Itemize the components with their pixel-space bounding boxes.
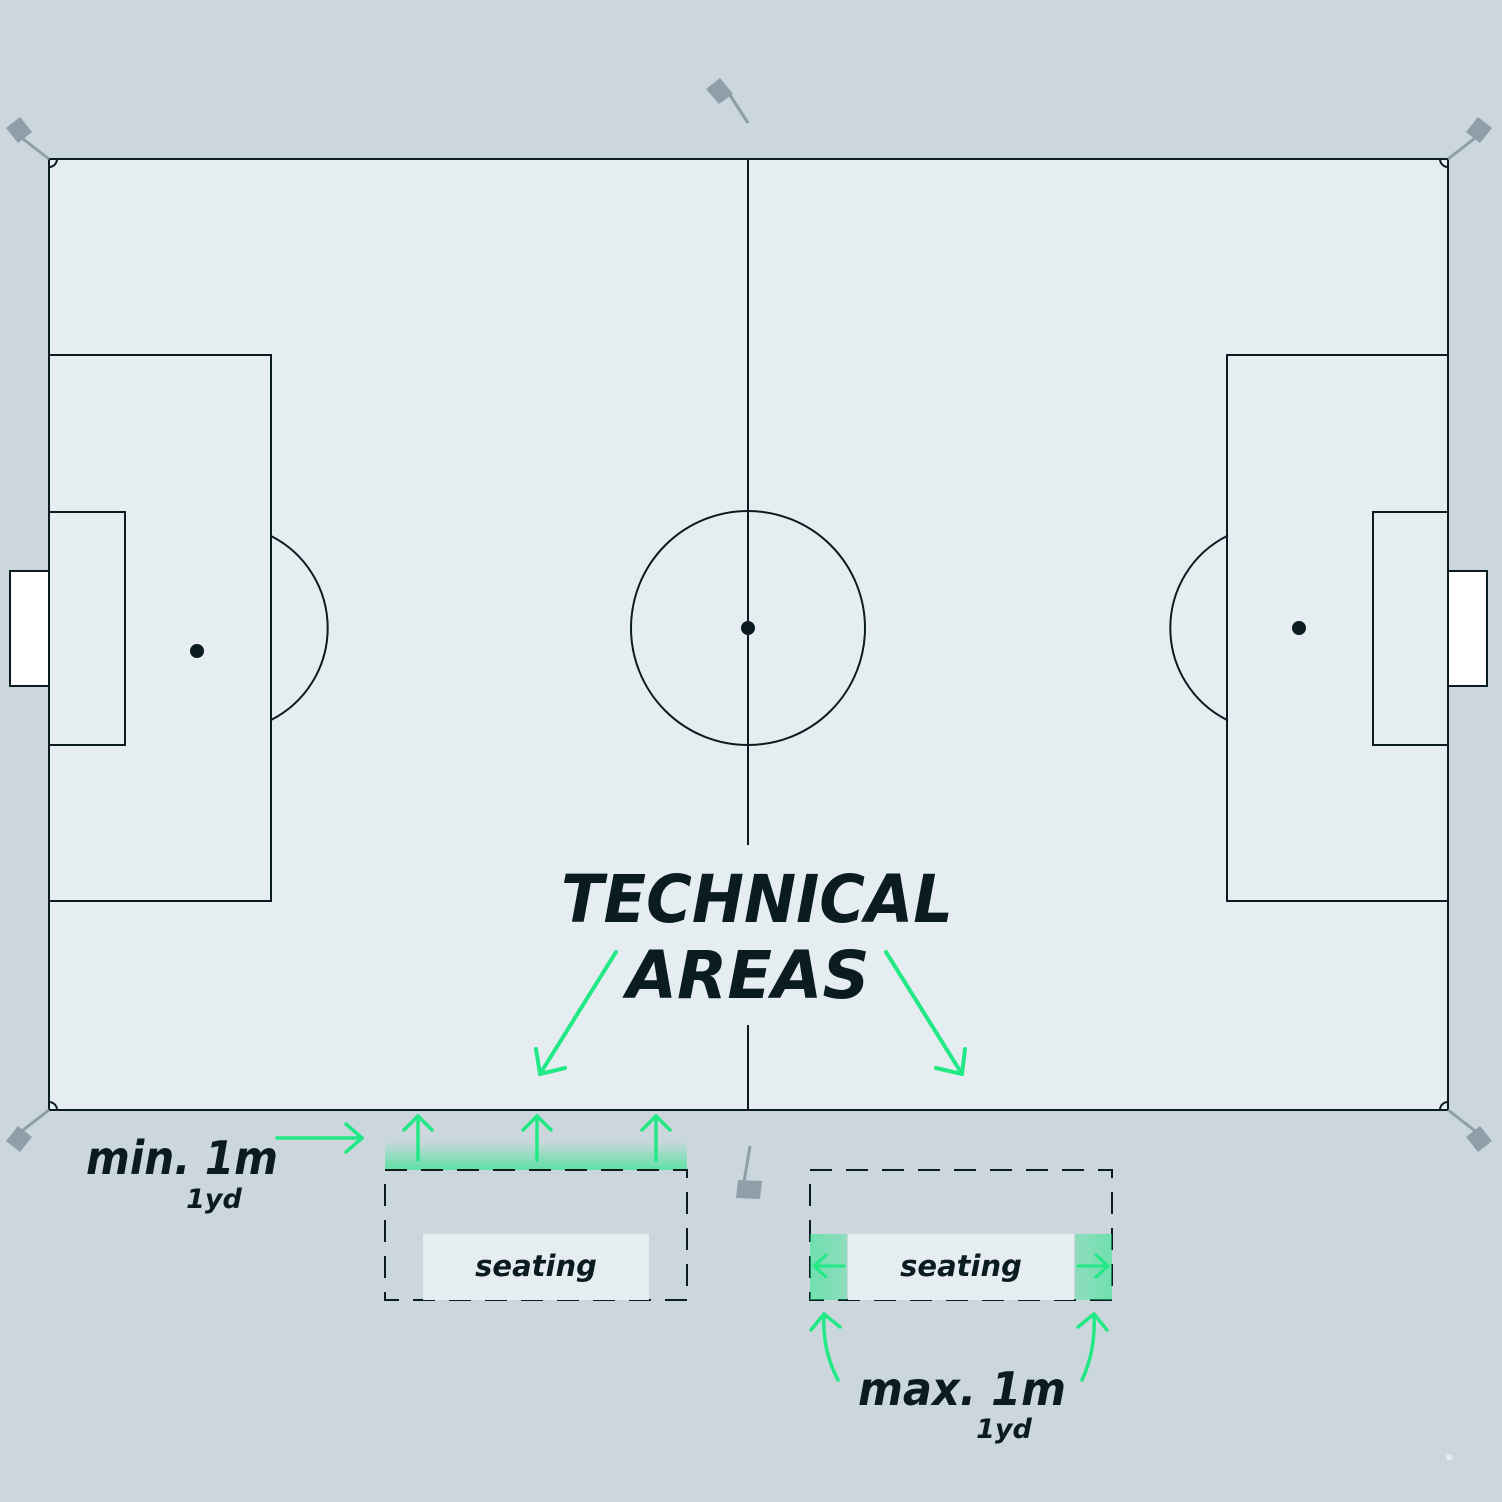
arrow-icon <box>884 950 967 1076</box>
corner-flag-icon <box>1447 117 1492 161</box>
left-penalty-arc <box>270 535 329 721</box>
left-goal-area <box>48 511 126 746</box>
arrow-icon <box>275 1122 364 1154</box>
left-measure-sub: 1yd <box>186 1184 242 1215</box>
left-seating <box>423 1234 649 1300</box>
title-line-1: TECHNICAL <box>561 861 953 938</box>
corner-flag-icon <box>6 1108 50 1152</box>
right-penalty-spot <box>1292 621 1306 635</box>
left-measure-main: min. 1m <box>86 1131 278 1185</box>
centre-circle <box>630 510 866 746</box>
arrow-icon <box>809 1312 842 1382</box>
right-measure-main: max. 1m <box>858 1362 1066 1416</box>
arrow-icon <box>1076 1253 1110 1279</box>
left-goal <box>9 570 50 687</box>
arrow-icon <box>521 1114 553 1162</box>
corner-arc-tl <box>48 158 58 168</box>
centre-spot <box>741 621 755 635</box>
corner-flag-icon <box>6 117 50 161</box>
right-measure-sub: 1yd <box>976 1414 1032 1445</box>
corner-flag-icon <box>1447 1108 1492 1152</box>
right-penalty-arc <box>1169 535 1228 721</box>
arrow-icon <box>1076 1312 1109 1382</box>
right-seating <box>848 1234 1074 1300</box>
corner-arc-br <box>1439 1101 1449 1111</box>
right-goal-area <box>1372 511 1449 746</box>
corner-arc-tr <box>1439 158 1449 168</box>
decorative-dot <box>1446 1454 1452 1460</box>
right-seating-label: seating <box>900 1249 1022 1283</box>
corner-arc-bl <box>48 1101 58 1111</box>
left-seating-label: seating <box>475 1249 597 1283</box>
arrow-icon <box>402 1114 434 1162</box>
arrow-icon <box>534 950 618 1076</box>
halfway-flag-icon <box>736 1145 762 1199</box>
arrow-icon <box>640 1114 672 1162</box>
right-goal <box>1447 570 1488 687</box>
halfway-flag-icon <box>706 78 750 124</box>
title-line-2: AREAS <box>622 937 870 1014</box>
left-penalty-spot <box>190 644 204 658</box>
arrow-icon <box>812 1253 846 1279</box>
